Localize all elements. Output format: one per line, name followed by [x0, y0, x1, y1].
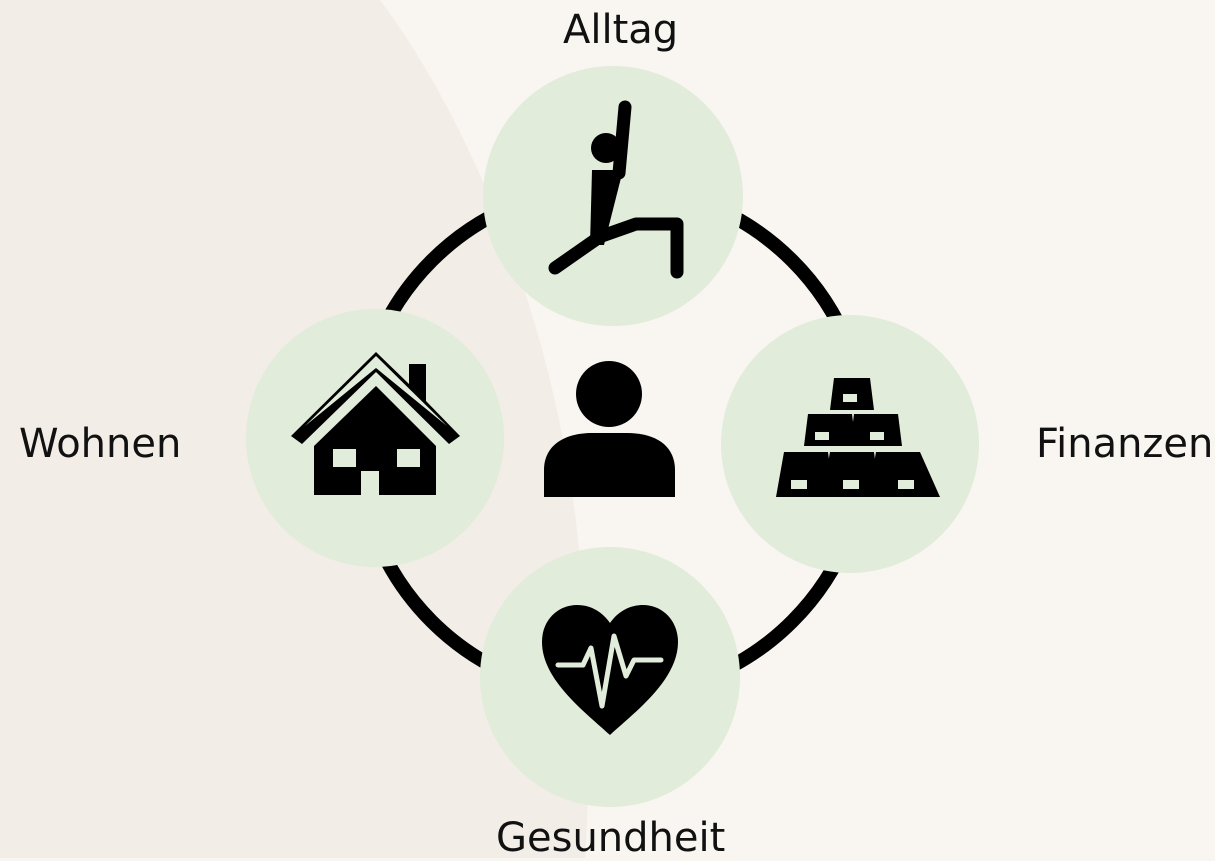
label-gesundheit: Gesundheit — [496, 815, 726, 861]
label-finanzen: Finanzen — [1036, 421, 1214, 467]
house-icon — [291, 352, 460, 495]
yoga-pose-icon — [548, 100, 684, 279]
person-icon — [544, 361, 675, 497]
gold-bars-icon — [776, 378, 940, 497]
label-alltag: Alltag — [563, 7, 679, 53]
label-wohnen: Wohnen — [19, 421, 182, 467]
heart-pulse-icon — [542, 605, 678, 735]
